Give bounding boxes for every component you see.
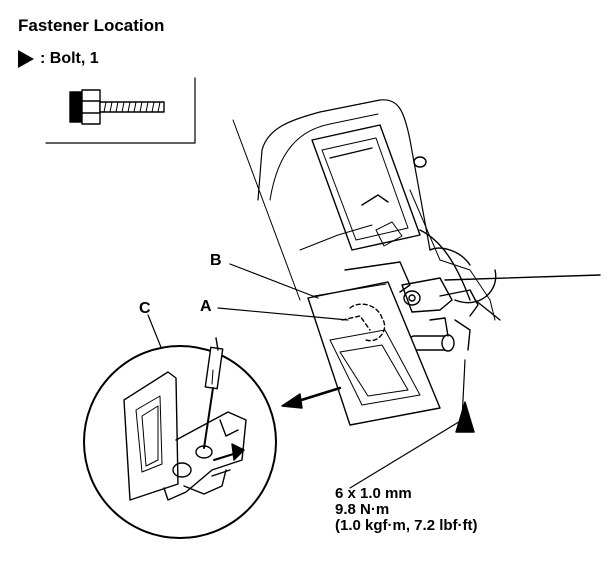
callout-b: B	[210, 252, 222, 269]
body-panel	[232, 119, 301, 301]
spec-torque-alt: (1.0 kgf·m, 7.2 lbf·ft)	[335, 517, 478, 534]
latch-mechanism	[344, 189, 601, 352]
door-frame	[311, 124, 427, 251]
leader-a	[217, 307, 349, 321]
bolt-icon	[69, 89, 165, 125]
legend-box	[45, 77, 196, 144]
spec-size: 6 x 1.0 mm	[335, 485, 412, 502]
legend-label: : Bolt, 1	[40, 50, 99, 67]
detail-inset	[83, 337, 277, 539]
torque-spec: 6 x 1.0 mm 9.8 N·m (1.0 kgf·m, 7.2 lbf·f…	[335, 486, 478, 534]
bolt-marker-triangle	[455, 401, 475, 433]
spec-torque-nm: 9.8 N·m	[335, 501, 390, 518]
screwdriver-icon	[203, 337, 224, 449]
fastener-legend: : Bolt, 1	[18, 50, 99, 68]
page-title: Fastener Location	[18, 16, 165, 35]
fuel-door	[307, 281, 441, 426]
detail-arrow	[293, 386, 342, 404]
spec-leader	[349, 419, 463, 489]
callout-c: C	[139, 300, 151, 317]
callout-a: A	[200, 298, 212, 315]
leader-b	[229, 263, 319, 299]
triangle-marker-icon	[18, 50, 34, 68]
